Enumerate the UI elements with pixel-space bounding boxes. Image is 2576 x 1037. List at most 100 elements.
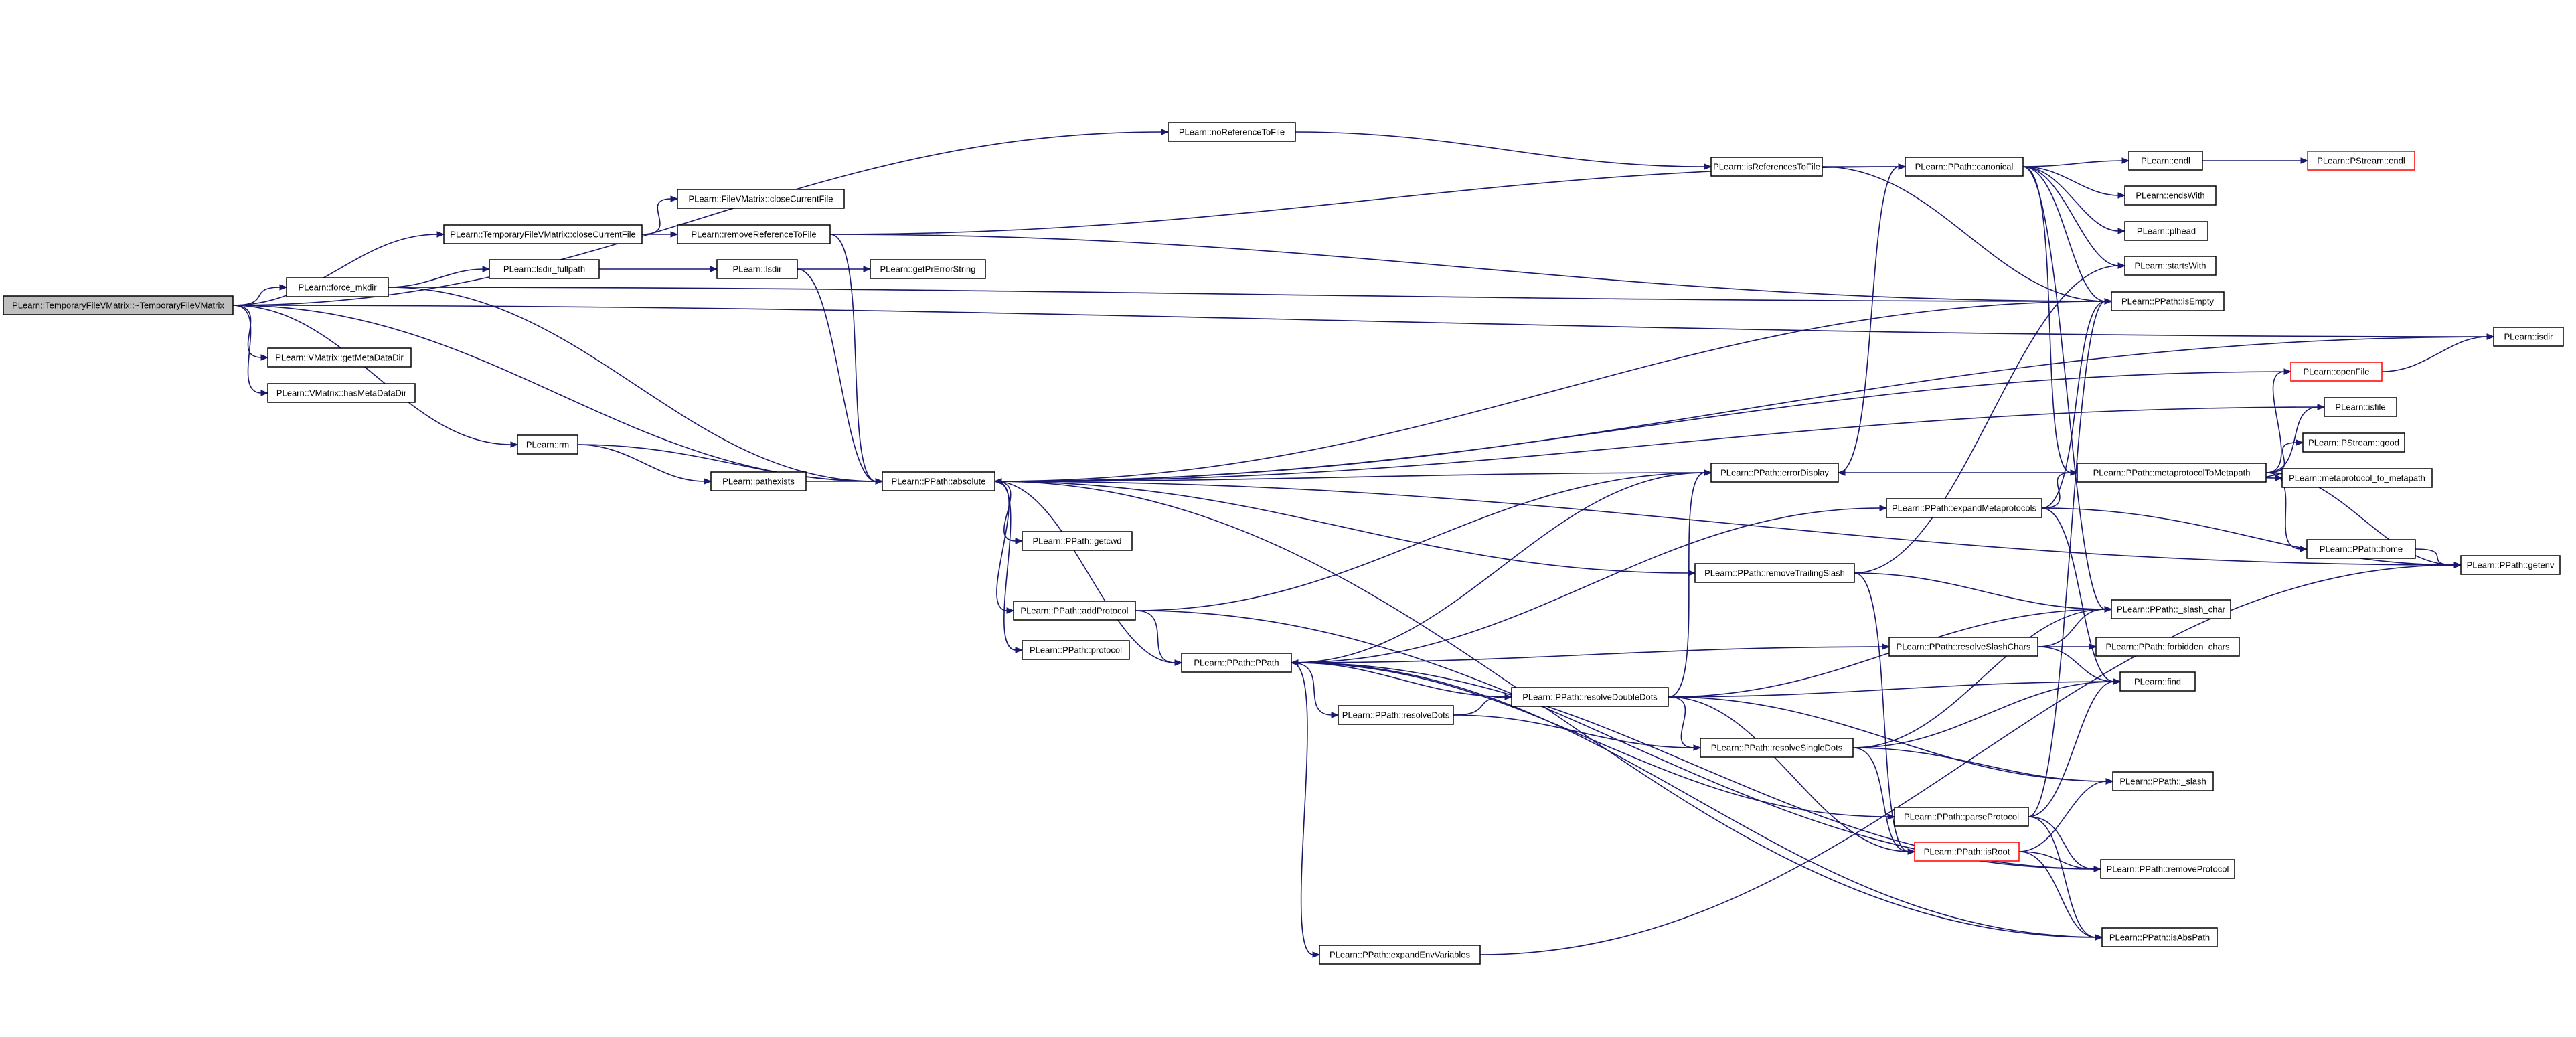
node-label: PLearn::FileVMatrix::closeCurrentFile <box>688 194 833 204</box>
edge-line <box>994 481 2097 938</box>
edge-line <box>2037 646 2115 682</box>
node-label: PLearn::PPath::home <box>2320 544 2403 554</box>
node-endsWith[interactable]: PLearn::endsWith <box>2124 185 2217 206</box>
node-resolveDoubleDots[interactable]: PLearn::PPath::resolveDoubleDots <box>1511 687 1669 707</box>
node-expandMetaprotocols[interactable]: PLearn::PPath::expandMetaprotocols <box>1886 498 2042 518</box>
edge-ppath-to-errorDisplay <box>1291 469 1712 663</box>
node-addProtocol[interactable]: PLearn::PPath::addProtocol <box>1013 601 1136 621</box>
node-force_mkdir[interactable]: PLearn::force_mkdir <box>286 277 389 297</box>
node-removeProtocol[interactable]: PLearn::PPath::removeProtocol <box>2100 859 2235 879</box>
node-resolveSingleDots[interactable]: PLearn::PPath::resolveSingleDots <box>1700 738 1854 758</box>
node-errorDisplay[interactable]: PLearn::PPath::errorDisplay <box>1710 463 1839 483</box>
edge-absolute-to-removeTrailingSlash <box>994 481 1696 576</box>
arrowhead-icon <box>993 478 1002 485</box>
node-resolveDots[interactable]: PLearn::PPath::resolveDots <box>1338 705 1454 725</box>
node-isdir[interactable]: PLearn::isdir <box>2493 327 2564 347</box>
node-box <box>2095 637 2240 657</box>
node-label: PLearn::VMatrix::hasMetaDataDir <box>276 388 407 398</box>
node-label: PLearn::force_mkdir <box>298 283 377 293</box>
node-lsdir[interactable]: PLearn::lsdir <box>716 259 798 279</box>
edge-line <box>1135 472 1706 611</box>
node-protocol[interactable]: PLearn::PPath::protocol <box>1022 640 1130 660</box>
edge-line <box>994 481 1017 542</box>
node-removeReferenceToFile[interactable]: PLearn::removeReferenceToFile <box>677 224 831 244</box>
node-expandEnvVariables[interactable]: PLearn::PPath::expandEnvVariables <box>1319 945 1481 965</box>
edge-parseProtocol-to-removeProtocol <box>2028 816 2102 872</box>
node-forbidden_chars[interactable]: PLearn::PPath::forbidden_chars <box>2095 637 2240 657</box>
node-isRoot[interactable]: PLearn::PPath::isRoot <box>1914 842 2020 862</box>
node-box <box>489 259 600 279</box>
node-label: PLearn::isfile <box>2335 402 2385 412</box>
nodes-layer: PLearn::TemporaryFileVMatrix::~Temporary… <box>3 122 2564 965</box>
edge-isAbsPath-to-ppath <box>1290 659 2103 938</box>
edge-canonical-to-endl <box>2022 157 2130 167</box>
node-hasMetaDataDir[interactable]: PLearn::VMatrix::hasMetaDataDir <box>267 383 416 403</box>
node-box <box>1168 122 1296 142</box>
edge-metaprotocolToMetapath-to-pstreamGood <box>2265 439 2304 473</box>
node-label: PLearn::endsWith <box>2136 191 2204 201</box>
node-box <box>2124 185 2217 206</box>
node-canonical[interactable]: PLearn::PPath::canonical <box>1905 157 2024 177</box>
node-getMetaDataDir[interactable]: PLearn::VMatrix::getMetaDataDir <box>267 347 412 368</box>
edge-line <box>2022 166 2119 266</box>
node-metaprotocol_to_metapath[interactable]: PLearn::metaprotocol_to_metapath <box>2281 468 2433 488</box>
node-removeTrailingSlash[interactable]: PLearn::PPath::removeTrailingSlash <box>1694 563 1855 583</box>
node-closeCurrentFileT[interactable]: PLearn::TemporaryFileVMatrix::closeCurre… <box>443 224 643 244</box>
node-pathexists[interactable]: PLearn::pathexists <box>710 471 807 491</box>
node-label: PLearn::PStream::good <box>2308 438 2399 448</box>
arrowhead-icon <box>1331 712 1340 718</box>
edge-line <box>1854 265 2119 574</box>
node-root[interactable]: PLearn::TemporaryFileVMatrix::~Temporary… <box>3 295 234 315</box>
node-getenv[interactable]: PLearn::PPath::getenv <box>2460 555 2561 575</box>
node-closeCurrentFileF[interactable]: PLearn::FileVMatrix::closeCurrentFile <box>677 189 845 209</box>
arrowhead-icon <box>670 231 679 238</box>
arrowhead-icon <box>704 478 712 485</box>
node-find[interactable]: PLearn::find <box>2119 671 2196 692</box>
edge-lsdir-to-absolute <box>797 268 884 485</box>
node-isAbsPath[interactable]: PLearn::PPath::isAbsPath <box>2101 927 2218 947</box>
edge-line <box>1135 610 1176 663</box>
arrowhead-icon <box>2104 298 2113 305</box>
node-isEmpty[interactable]: PLearn::PPath::isEmpty <box>2111 291 2225 311</box>
node-endl[interactable]: PLearn::endl <box>2128 151 2203 171</box>
node-label: PLearn::PPath::protocol <box>1030 645 1122 655</box>
node-getcwd[interactable]: PLearn::PPath::getcwd <box>1022 531 1133 551</box>
node-parseProtocol[interactable]: PLearn::PPath::parseProtocol <box>1894 807 2029 827</box>
edge-root-to-noReferenceToFile <box>232 129 1170 306</box>
node-isReferencesToFile[interactable]: PLearn::isReferencesToFile <box>1710 157 1823 177</box>
node-isfile[interactable]: PLearn::isfile <box>2324 397 2397 417</box>
node-label: PLearn::pathexists <box>722 477 795 487</box>
node-startsWith[interactable]: PLearn::startsWith <box>2124 256 2217 276</box>
node-pstreamEndl[interactable]: PLearn::PStream::endl <box>2307 151 2415 171</box>
node-absolute[interactable]: PLearn::PPath::absolute <box>882 471 995 491</box>
node-ppath[interactable]: PLearn::PPath::PPath <box>1181 653 1292 673</box>
arrowhead-icon <box>2104 606 2113 613</box>
node-openFile[interactable]: PLearn::openFile <box>2290 362 2383 382</box>
node-noReferenceToFile[interactable]: PLearn::noReferenceToFile <box>1168 122 1296 142</box>
arrowhead-icon <box>1704 163 1712 170</box>
node-slash_char[interactable]: PLearn::PPath::_slash_char <box>2111 599 2231 619</box>
node-resolveSlashChars[interactable]: PLearn::PPath::resolveSlashChars <box>1888 637 2038 657</box>
edge-line <box>1668 681 2115 698</box>
node-label: PLearn::noReferenceToFile <box>1179 127 1285 137</box>
node-slash[interactable]: PLearn::PPath::_slash <box>2112 771 2214 791</box>
node-box <box>1022 531 1133 551</box>
node-home[interactable]: PLearn::PPath::home <box>2306 539 2416 559</box>
edge-absolute-to-ppath <box>994 481 1183 666</box>
node-box <box>677 224 831 244</box>
edge-expandEnvVariables-to-getenv <box>1479 562 2462 955</box>
node-lsdir_fullpath[interactable]: PLearn::lsdir_fullpath <box>489 259 600 279</box>
node-box <box>2077 463 2267 483</box>
arrowhead-icon <box>1015 538 1024 544</box>
edge-line <box>1822 166 2106 302</box>
node-box <box>1710 463 1839 483</box>
node-metaprotocolToMetapath[interactable]: PLearn::PPath::metaprotocolToMetapath <box>2077 463 2267 483</box>
node-getPrErrorString[interactable]: PLearn::getPrErrorString <box>870 259 986 279</box>
edge-lsdir-to-getPrErrorString <box>797 266 872 272</box>
node-pstreamGood[interactable]: PLearn::PStream::good <box>2302 432 2405 453</box>
node-pltread[interactable]: PLearn::plhead <box>2124 221 2208 241</box>
edge-pathexists-to-absolute <box>805 478 884 485</box>
node-rm[interactable]: PLearn::rm <box>517 434 578 455</box>
arrowhead-icon <box>2113 678 2121 685</box>
